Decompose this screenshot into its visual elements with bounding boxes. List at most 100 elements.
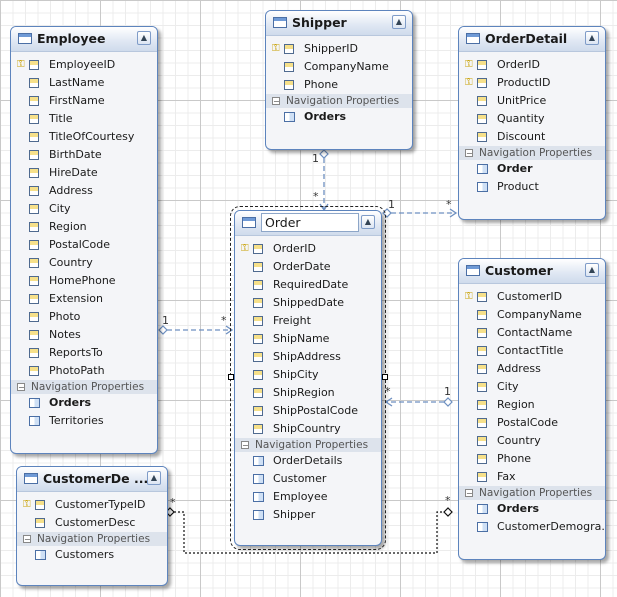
property-row[interactable]: PostalCode xyxy=(11,236,157,254)
property-row[interactable]: HireDate xyxy=(11,164,157,182)
property-row[interactable]: ContactName xyxy=(459,324,605,342)
property-row[interactable]: ⚿ShipperID xyxy=(266,40,412,58)
property-row[interactable]: BirthDate xyxy=(11,146,157,164)
property-row[interactable]: ShipPostalCode xyxy=(235,402,381,420)
property-row[interactable]: ⚿OrderID xyxy=(235,240,381,258)
property-row[interactable]: City xyxy=(459,378,605,396)
property-label: Freight xyxy=(273,314,311,327)
navigation-properties-header[interactable]: −Navigation Properties xyxy=(459,486,605,500)
entity-title[interactable]: Shipper xyxy=(292,15,347,30)
property-row[interactable]: PhotoPath xyxy=(11,362,157,380)
property-row[interactable]: ShipName xyxy=(235,330,381,348)
collapse-chevron-icon[interactable]: ▲ xyxy=(585,31,599,45)
property-row[interactable]: UnitPrice xyxy=(459,92,605,110)
property-row[interactable]: Address xyxy=(11,182,157,200)
collapse-chevron-icon[interactable]: ▲ xyxy=(147,471,161,485)
property-row[interactable]: Notes xyxy=(11,326,157,344)
property-row[interactable]: Address xyxy=(459,360,605,378)
property-row[interactable]: FirstName xyxy=(11,92,157,110)
property-row[interactable]: ⚿CustomerTypeID xyxy=(17,496,167,514)
property-row[interactable]: City xyxy=(11,200,157,218)
property-row[interactable]: ShippedDate xyxy=(235,294,381,312)
property-row[interactable]: LastName xyxy=(11,74,157,92)
selection-handle[interactable] xyxy=(382,374,388,380)
navigation-row[interactable]: OrderDetails xyxy=(235,452,381,470)
property-row[interactable]: CustomerDesc xyxy=(17,514,167,532)
property-row[interactable]: ReportsTo xyxy=(11,344,157,362)
property-row[interactable]: CompanyName xyxy=(459,306,605,324)
navigation-row[interactable]: Orders xyxy=(459,500,605,518)
entity-title[interactable]: CustomerDe ... xyxy=(43,471,149,486)
property-row[interactable]: TitleOfCourtesy xyxy=(11,128,157,146)
collapse-minus-icon[interactable]: − xyxy=(23,535,31,544)
property-row[interactable]: Discount xyxy=(459,128,605,146)
navigation-properties-header[interactable]: −Navigation Properties xyxy=(235,438,381,452)
connector-customer-customerdemo[interactable] xyxy=(174,511,452,554)
property-row[interactable]: ShipAddress xyxy=(235,348,381,366)
navigation-row[interactable]: Employee xyxy=(235,488,381,506)
entity-title[interactable]: Order xyxy=(261,213,359,232)
navigation-row[interactable]: Product xyxy=(459,178,605,196)
property-row[interactable]: Quantity xyxy=(459,110,605,128)
selection-handle[interactable] xyxy=(228,374,234,380)
navigation-row[interactable]: Customer xyxy=(235,470,381,488)
property-icon xyxy=(29,60,39,70)
property-row[interactable]: Region xyxy=(11,218,157,236)
property-row[interactable]: Fax xyxy=(459,468,605,486)
property-row[interactable]: ShipCountry xyxy=(235,420,381,438)
property-row[interactable]: CompanyName xyxy=(266,58,412,76)
property-row[interactable]: RequiredDate xyxy=(235,276,381,294)
collapse-chevron-icon[interactable]: ▲ xyxy=(585,263,599,277)
property-row[interactable]: ⚿OrderID xyxy=(459,56,605,74)
collapse-chevron-icon[interactable]: ▲ xyxy=(392,15,406,29)
navigation-row[interactable]: Order xyxy=(459,160,605,178)
navigation-row[interactable]: Orders xyxy=(266,108,412,126)
property-row[interactable]: Phone xyxy=(459,450,605,468)
collapse-minus-icon[interactable]: − xyxy=(465,489,473,498)
entity-title[interactable]: OrderDetail xyxy=(485,31,568,46)
property-row[interactable]: Country xyxy=(11,254,157,272)
entity-title[interactable]: Customer xyxy=(485,263,553,278)
navigation-row[interactable]: Customers xyxy=(17,546,167,564)
property-row[interactable]: Region xyxy=(459,396,605,414)
navigation-row[interactable]: Shipper xyxy=(235,506,381,524)
navigation-row[interactable]: CustomerDemogra... xyxy=(459,518,605,536)
collapse-minus-icon[interactable]: − xyxy=(272,97,280,106)
property-row[interactable]: Extension xyxy=(11,290,157,308)
navigation-properties-header[interactable]: −Navigation Properties xyxy=(459,146,605,160)
property-row[interactable]: ContactTitle xyxy=(459,342,605,360)
collapse-minus-icon[interactable]: − xyxy=(465,149,473,158)
property-row[interactable]: ⚿EmployeeID xyxy=(11,56,157,74)
entity-title[interactable]: Employee xyxy=(37,31,106,46)
property-row[interactable]: ⚿CustomerID xyxy=(459,288,605,306)
property-row[interactable]: OrderDate xyxy=(235,258,381,276)
property-row[interactable]: Country xyxy=(459,432,605,450)
property-row[interactable]: ShipCity xyxy=(235,366,381,384)
collapse-minus-icon[interactable]: − xyxy=(241,441,249,450)
collapse-chevron-icon[interactable]: ▲ xyxy=(137,31,151,45)
property-row[interactable]: Phone xyxy=(266,76,412,94)
navigation-row[interactable]: Orders xyxy=(11,394,157,412)
navigation-label: Shipper xyxy=(273,508,316,521)
collapse-minus-icon[interactable]: − xyxy=(17,383,25,392)
property-row[interactable]: Title xyxy=(11,110,157,128)
property-row[interactable]: ShipRegion xyxy=(235,384,381,402)
navigation-properties-header[interactable]: −Navigation Properties xyxy=(17,532,167,546)
property-row[interactable]: ⚿ProductID xyxy=(459,74,605,92)
navigation-row[interactable]: Territories xyxy=(11,412,157,430)
property-row[interactable]: Photo xyxy=(11,308,157,326)
navigation-properties-header[interactable]: −Navigation Properties xyxy=(266,94,412,108)
property-icon xyxy=(29,96,39,106)
navigation-properties-header[interactable]: −Navigation Properties xyxy=(11,380,157,394)
property-row[interactable]: PostalCode xyxy=(459,414,605,432)
collapse-chevron-icon[interactable]: ▲ xyxy=(361,215,375,229)
property-row[interactable]: HomePhone xyxy=(11,272,157,290)
property-row[interactable]: Freight xyxy=(235,312,381,330)
